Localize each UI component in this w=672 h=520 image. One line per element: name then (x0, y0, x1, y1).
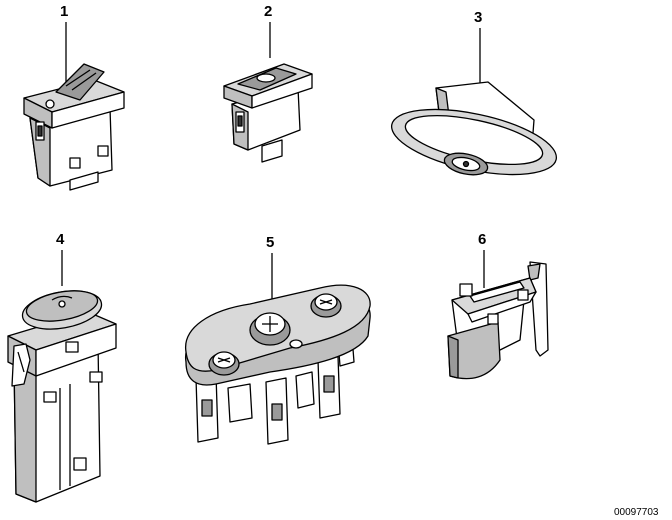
part-5-twin-knob-panel: 5 (185, 234, 371, 445)
part-3-round-knob: 3 (390, 9, 558, 176)
callout-5-label: 5 (266, 234, 274, 251)
callout-1-label: 1 (60, 3, 68, 20)
callout-3-label: 3 (474, 9, 482, 26)
callout-6-label: 6 (478, 231, 486, 248)
callout-2-label: 2 (264, 3, 272, 20)
part-4-oval-button-switch: 4 (7, 231, 117, 503)
part-2-push-switch: 2 (223, 3, 313, 163)
part-6-bracket-switch: 6 (447, 231, 549, 380)
reference-number: 00097703 (614, 507, 659, 518)
callout-4-label: 4 (56, 231, 65, 248)
part-1-rocker-switch: 1 (23, 3, 125, 191)
